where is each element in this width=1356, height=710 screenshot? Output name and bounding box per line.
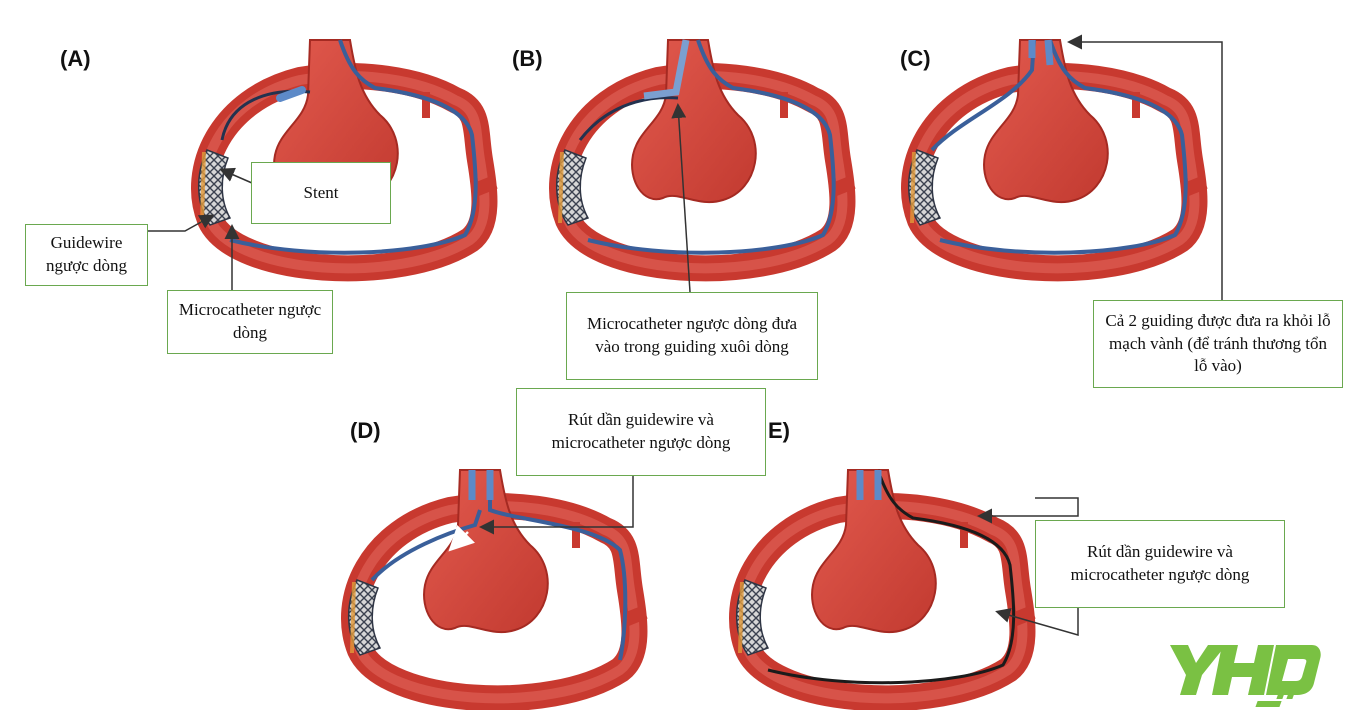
panel-label-a: (A) (60, 46, 91, 71)
panel-label-e: E) (768, 418, 790, 443)
yhd-logo (1170, 645, 1321, 707)
panel-c-heart (909, 40, 1205, 268)
microcatheter-callout-a: Microcatheter ngược dòng (167, 290, 333, 354)
withdraw-callout-d: Rút dần guidewire và microcatheter ngược… (516, 388, 766, 476)
panel-a-heart (199, 40, 495, 268)
panel-label-c: (C) (900, 46, 931, 71)
panel-label-b: (B) (512, 46, 543, 71)
guidewire-callout: Guidewire ngược dòng (25, 224, 148, 286)
panel-d-heart (349, 470, 645, 698)
panel-label-d: (D) (350, 418, 381, 443)
panel-e-heart (737, 470, 1033, 698)
withdraw-callout-e: Rút dần guidewire và microcatheter ngược… (1035, 520, 1285, 608)
leader-lines (148, 34, 1223, 636)
panel-b-heart (557, 40, 853, 268)
guiding-callout-c: Cả 2 guiding được đưa ra khỏi lỗ mạch và… (1093, 300, 1343, 388)
microcatheter-callout-b: Microcatheter ngược dòng đưa vào trong g… (566, 292, 818, 380)
stent-callout: Stent (251, 162, 391, 224)
